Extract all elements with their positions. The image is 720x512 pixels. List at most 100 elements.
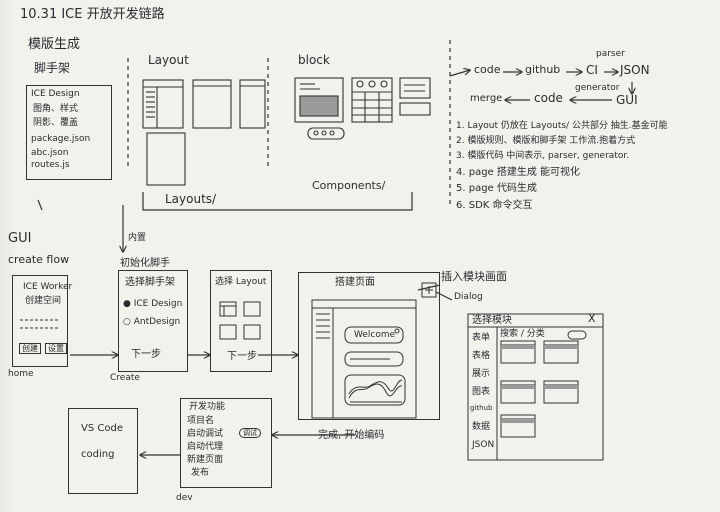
dialog-thumb-1 <box>500 340 536 364</box>
block-thumb-bar <box>399 102 431 116</box>
scaffold-item: package.json <box>31 134 91 144</box>
scaffold-label: 脚手架 <box>34 61 71 75</box>
dev-item[interactable]: 新建页面 <box>187 455 224 465</box>
pipeline-generator: generator <box>575 83 620 93</box>
block-to-code-arrow <box>449 70 470 77</box>
dialog-title: 选择模块 <box>472 315 512 326</box>
dialog-category[interactable]: 展示 <box>472 369 491 379</box>
choose-scaffold-title: 选择脚手架 <box>125 277 175 288</box>
welcome-text: Welcome <box>354 330 396 340</box>
block-thumb-form <box>399 77 431 99</box>
build-page-title: 搭建页面 <box>335 277 375 288</box>
dev-item: 开发功能 <box>189 402 226 412</box>
dialog-category[interactable]: 表单 <box>472 333 491 343</box>
dialog-category[interactable]: JSON <box>472 440 495 450</box>
note-item: 6. SDK 命令交互 <box>456 200 533 211</box>
layout-thumb-header <box>192 79 232 129</box>
insert-block-label: 插入模块画面 <box>441 270 507 283</box>
debug-badge[interactable]: 调试 <box>239 428 261 439</box>
scaffold-item: abc.json <box>31 148 69 158</box>
scaffold-option-ice[interactable]: ● ICE Design <box>123 299 182 309</box>
layout-option-4 <box>243 324 261 340</box>
build-page-screen: 搭建页面 <box>298 272 440 420</box>
builtin-label: 内置 <box>128 233 147 243</box>
block-thumb-chart <box>294 77 344 123</box>
dev-item[interactable]: 启动调试 <box>187 429 224 439</box>
scaffold-option-antd[interactable]: ○ AntDesign <box>123 317 180 327</box>
scaffold-tick <box>37 199 43 211</box>
dialog-thumb-2 <box>543 340 579 364</box>
dialog-category[interactable]: 数据 <box>472 422 491 432</box>
bar-block <box>344 351 404 367</box>
dialog-category[interactable]: github <box>470 404 493 412</box>
choose-layout-title: 选择 Layout <box>215 277 267 287</box>
layout-option-2 <box>243 301 261 317</box>
dialog-thumb-4 <box>543 380 579 404</box>
close-icon[interactable]: X <box>588 312 596 325</box>
dev-panel: 开发功能 项目名 启动调试 启动代理 新建页面 发布 调试 <box>180 398 272 488</box>
radio-empty-icon[interactable]: ○ <box>123 317 131 327</box>
scaffold-option-label: AntDesign <box>133 317 181 327</box>
dev-item[interactable]: 发布 <box>191 468 210 478</box>
scaffold-box: ICE Design 图角、样式 阴影、覆盖 package.json abc.… <box>26 85 112 180</box>
scaffold-item: routes.js <box>31 160 70 170</box>
radio-selected-icon[interactable]: ● <box>123 299 131 309</box>
components-caption: Components/ <box>312 179 386 192</box>
layout-thumb-plain <box>239 79 266 129</box>
home-create-button[interactable]: 创建 <box>19 343 41 355</box>
coding-label: coding <box>81 449 115 460</box>
layout-option-3 <box>219 324 237 340</box>
dialog-category[interactable]: 表格 <box>472 351 491 361</box>
vscode-box: VS Code coding <box>68 408 138 494</box>
home-screen: ICE Worker 创建空间 创建 设置 <box>12 275 72 367</box>
page-title: 10.31 ICE 开放开发链路 <box>20 7 165 22</box>
dialog-category[interactable]: 图表 <box>472 387 491 397</box>
home-create-space: 创建空间 <box>25 296 62 306</box>
page-canvas-frame <box>311 299 417 419</box>
dev-caption: dev <box>176 493 193 503</box>
chart-block <box>344 374 406 406</box>
home-caption: home <box>8 369 34 379</box>
choose-layout-screen: 选择 Layout 下一步 <box>210 270 272 372</box>
home-settings-button[interactable]: 设置 <box>45 343 67 355</box>
dialog-search-pill <box>567 330 587 340</box>
gui-title: GUI <box>8 231 32 246</box>
scaffold-item: 阴影、覆盖 <box>33 118 79 128</box>
scaffold-next-button[interactable]: 下一步 <box>131 349 161 360</box>
layout-thumb-sidebar <box>142 79 184 129</box>
pipeline-code-bottom: code <box>534 91 563 105</box>
welcome-block <box>344 326 404 344</box>
note-item: 3. 模版代码 中间表示, parser, generator. <box>456 151 630 161</box>
block-label: block <box>298 53 330 67</box>
layouts-caption: Layouts/ <box>165 192 217 206</box>
chart-line-2 <box>348 379 403 395</box>
layout-next-button[interactable]: 下一步 <box>227 351 257 362</box>
block-dialog-frame <box>467 313 604 461</box>
note-item: 1. Layout 仍放在 Layouts/ 公共部分 抽生.基金可能 <box>456 121 668 131</box>
create-caption: Create <box>110 373 140 383</box>
pipeline-json: JSON <box>620 63 650 77</box>
dev-item[interactable]: 项目名 <box>187 416 215 426</box>
create-flow-label: create flow <box>8 253 70 266</box>
pipeline-merge: merge <box>470 93 503 104</box>
pipeline-ci: CI <box>586 63 598 77</box>
template-gen-title: 模版生成 <box>28 37 81 52</box>
dev-item[interactable]: 启动代理 <box>187 442 224 452</box>
chart-line <box>348 383 403 399</box>
init-scaffold-label: 初始化脚手 <box>120 258 170 269</box>
layout-option-1 <box>219 301 237 317</box>
dialog-pointer <box>435 291 453 301</box>
note-item: 4. page 搭建生成 能可视化 <box>456 167 581 178</box>
layout-label: Layout <box>148 53 189 67</box>
block-thumb-pager <box>307 127 345 140</box>
note-item: 2. 模版规则、模版和脚手架 工作流.抱着方式 <box>456 136 636 146</box>
pipeline-parser: parser <box>596 49 625 59</box>
scaffold-item: ICE Design <box>31 89 80 99</box>
pipeline-github: github <box>525 63 561 76</box>
dialog-thumb-5 <box>500 414 536 438</box>
scaffold-option-label: ICE Design <box>133 299 183 309</box>
choose-scaffold-screen: 选择脚手架 ● ICE Design ○ AntDesign 下一步 <box>118 270 188 372</box>
dialog-thumb-3 <box>500 380 536 404</box>
